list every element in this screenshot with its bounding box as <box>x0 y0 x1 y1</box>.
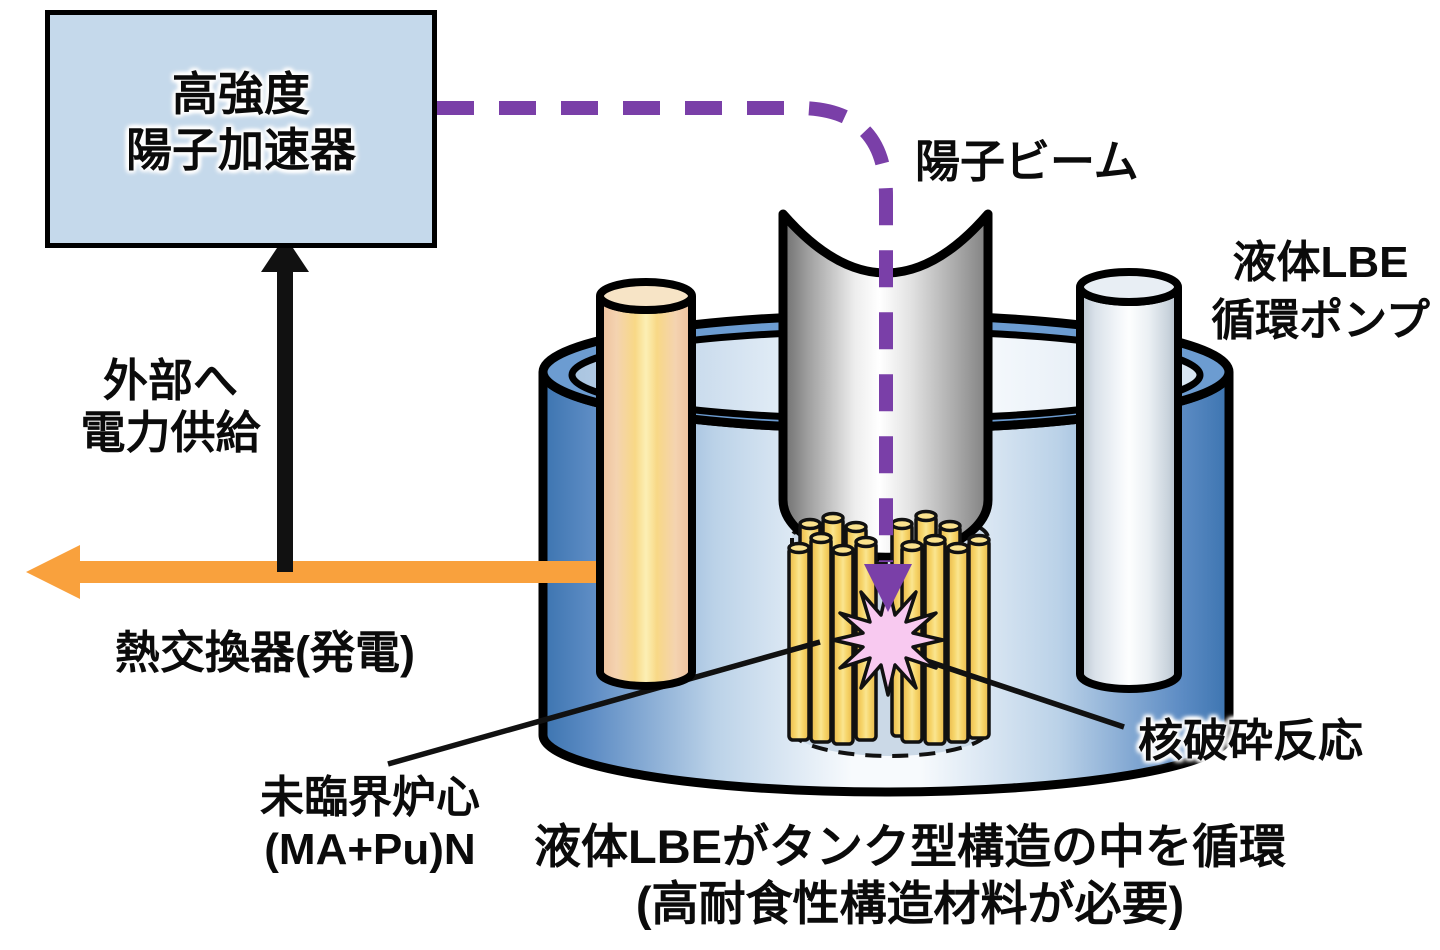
lbe-pump-label-line1: 液体LBE <box>1232 238 1409 287</box>
external-power-label: 外部へ 電力供給 <box>68 355 273 459</box>
bottom-caption-line1: 液体LBEがタンク型構造の中を循環 <box>534 820 1286 873</box>
fuel-rod-cap <box>821 511 845 525</box>
heat-exchanger-cylinder-top <box>596 278 696 314</box>
pump-cylinder <box>1076 286 1182 693</box>
subcritical-core-label-line1: 未臨界炉心 <box>260 773 480 822</box>
fuel-rod-cap <box>946 541 970 555</box>
fuel-rod-cap <box>854 535 878 549</box>
fuel-rod-cap <box>967 533 991 547</box>
bottom-caption-line2: (高耐食性構造材料が必要) <box>635 877 1185 930</box>
spallation-starburst <box>831 583 945 697</box>
power-arrow-shaft <box>277 266 293 572</box>
proton-beam-arrowhead <box>864 564 912 612</box>
external-power-label-line2: 電力供給 <box>80 407 261 458</box>
heat-exchanger-label: 熱交換器(発電) <box>115 627 415 678</box>
heat-exchanger-cylinder <box>596 295 696 690</box>
fuel-rod <box>946 546 970 744</box>
fuel-rod-cap <box>809 531 833 545</box>
subcritical-core-label: 未臨界炉心 (MA+Pu)N <box>228 772 512 876</box>
fuel-rod-cap <box>938 519 962 533</box>
fuel-rod-cap <box>787 541 811 555</box>
lbe-pump-label: 液体LBE 循環ポンプ <box>1198 234 1440 350</box>
lbe-pump-label-line2: 循環ポンプ <box>1211 296 1430 345</box>
fuel-rod-cap <box>914 509 938 523</box>
callout-line-spallation <box>902 650 1125 730</box>
callout-line-core <box>387 639 821 767</box>
fuel-rod-cap <box>890 517 914 531</box>
bottom-caption: 液体LBEがタンク型構造の中を循環 (高耐食性構造材料が必要) <box>430 818 1390 932</box>
fuel-rod-cap <box>900 539 924 553</box>
fuel-rod <box>967 538 991 740</box>
fuel-rod <box>831 548 855 746</box>
fuel-rod <box>809 536 833 744</box>
proton-beam-label: 陽子ビーム <box>915 136 1139 187</box>
fuel-rod-cap <box>923 533 947 547</box>
core-region-bottom-dashed <box>790 729 990 758</box>
accelerator-label-line2: 陽子加速器 <box>126 124 356 176</box>
fuel-rod-cap <box>798 517 822 531</box>
fuel-rod-cap <box>844 520 868 534</box>
pump-cylinder-top <box>1076 268 1182 306</box>
external-power-label-line1: 外部へ <box>102 355 238 406</box>
accelerator-label-line1: 高強度 <box>172 68 310 120</box>
accelerator-box <box>45 10 437 248</box>
accelerator-label: 高強度 陽子加速器 <box>45 66 437 178</box>
spallation-reaction-label: 核破砕反応 <box>1138 715 1364 766</box>
heat-arrow <box>26 545 598 599</box>
subcritical-core-label-line2: (MA+Pu)N <box>264 825 476 874</box>
power-arrow-head <box>261 236 309 272</box>
fuel-rod-cap <box>831 543 855 557</box>
